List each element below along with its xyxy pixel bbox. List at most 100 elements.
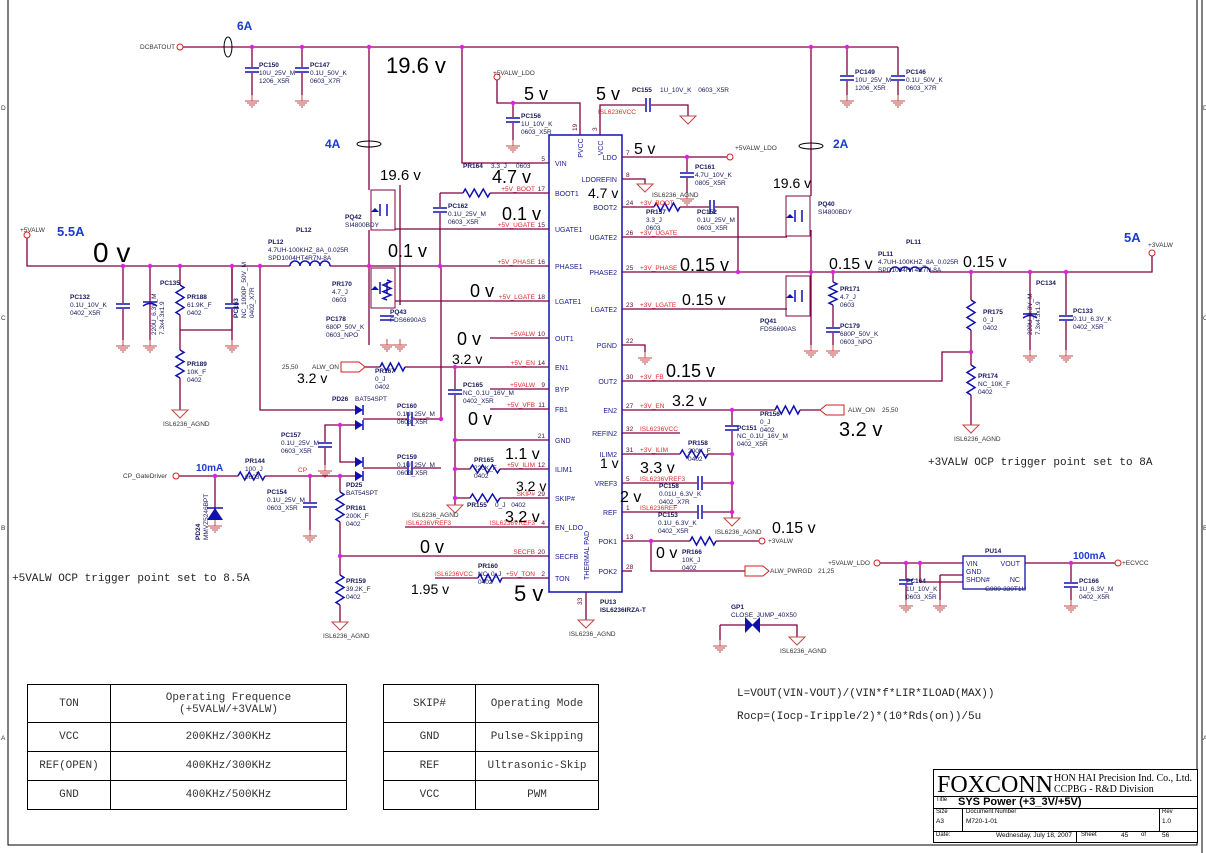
junction-dot bbox=[903, 560, 909, 566]
agnd-label: ISL6236_AGND bbox=[569, 631, 616, 638]
ic-pin-number: 32 bbox=[626, 426, 634, 433]
voltage-annotation: 5 v bbox=[596, 84, 620, 104]
component-value: 0.1U_25V_M bbox=[397, 411, 435, 418]
current-probe-icon bbox=[356, 140, 382, 148]
pu14-pin-name: VOUT bbox=[1001, 561, 1021, 568]
resistor-icon bbox=[965, 299, 977, 331]
cap-gap bbox=[225, 303, 239, 309]
voltage-annotation: 4.7 v bbox=[588, 185, 618, 201]
component-ref: PC152 bbox=[697, 209, 717, 216]
divider bbox=[1076, 831, 1077, 842]
ic-pin-number: 27 bbox=[626, 403, 634, 410]
net-label: +5VALW bbox=[510, 382, 536, 389]
junction-dot bbox=[808, 269, 814, 275]
voltage-annotation: 0 v bbox=[470, 281, 494, 301]
zener-diode-icon bbox=[207, 508, 223, 520]
junction-dot bbox=[735, 269, 741, 275]
port-label: DCBATOUT bbox=[140, 44, 175, 51]
port-reference: 21,25 bbox=[818, 568, 835, 575]
port-reference: 25,50 bbox=[282, 364, 299, 371]
table-header: Operating Mode bbox=[475, 684, 599, 723]
wire bbox=[461, 47, 549, 164]
wire bbox=[180, 266, 233, 331]
table-cell: 400KHz/500KHz bbox=[110, 780, 347, 810]
analog-ground-icon bbox=[678, 115, 698, 125]
cap-gap bbox=[840, 75, 854, 81]
cap-gap bbox=[407, 412, 413, 426]
component-ref: PR189 bbox=[187, 361, 207, 368]
net-label: +3V_FB bbox=[640, 374, 664, 381]
junction-dot bbox=[729, 407, 735, 413]
component-package: 0603_X7R bbox=[310, 78, 341, 85]
wire bbox=[650, 541, 745, 572]
component-ref: PR164 bbox=[463, 163, 483, 170]
component-value: BAT54SPT bbox=[346, 490, 378, 497]
cap-gap bbox=[295, 67, 309, 73]
component-ref: PR160 bbox=[478, 563, 498, 570]
net-label: +5V_ILIM bbox=[507, 462, 535, 469]
analog-ground-icon bbox=[635, 183, 655, 193]
component-value: 1U_6.3V_M bbox=[1079, 586, 1113, 593]
component-package: 1206_X5R bbox=[259, 78, 290, 85]
component-ref: PR144 bbox=[245, 458, 265, 465]
net-label: +3V_ILIM bbox=[640, 447, 668, 454]
component-package: 0402 bbox=[187, 377, 202, 384]
resistor-icon bbox=[379, 361, 406, 373]
wire bbox=[919, 563, 963, 583]
resistor-icon bbox=[334, 574, 346, 606]
mosfet-icon bbox=[785, 275, 811, 317]
junction-dot bbox=[968, 349, 974, 355]
component-value: 220U_6.3V_M bbox=[151, 293, 158, 335]
junction-dot bbox=[147, 263, 153, 269]
port-reference: 25,50 bbox=[882, 407, 899, 414]
rev-value: 1.0 bbox=[1162, 818, 1172, 825]
sheet-label: Sheet bbox=[1081, 832, 1097, 838]
diode-icon bbox=[355, 405, 363, 415]
voltage-annotation: 1 v bbox=[600, 455, 619, 471]
component-value: 1U_10V_K bbox=[906, 586, 938, 593]
mosfet-body bbox=[370, 189, 396, 231]
ic-pin-number: 2 bbox=[541, 571, 545, 578]
component-ref: PL12 bbox=[296, 227, 312, 234]
junction-dot bbox=[366, 44, 372, 50]
ic-pin-number: 25 bbox=[626, 265, 634, 272]
ic-pin-name: LGATE1 bbox=[555, 299, 581, 306]
component-ref: PD25 bbox=[346, 482, 363, 489]
ic-pin-name: OUT1 bbox=[555, 336, 574, 343]
ic-pin-number: 24 bbox=[626, 200, 634, 207]
component-package: 0603 bbox=[646, 225, 661, 232]
resistor-icon bbox=[469, 492, 501, 504]
component-value: 39.2K_F bbox=[346, 586, 371, 593]
mosfet-diode bbox=[786, 294, 794, 298]
component-value: 0_J bbox=[495, 502, 505, 509]
component-value: 0.1U_10V_K bbox=[70, 302, 108, 309]
ic-pin-name: TON bbox=[555, 576, 570, 583]
component-value: 0.1U_6.3V_K bbox=[1073, 316, 1112, 323]
zone-label: C bbox=[1203, 315, 1206, 322]
header-line: (+5VALW/+3VALW) bbox=[178, 703, 279, 716]
net-label: ISL6236VREF3 bbox=[490, 520, 536, 527]
ic-pin-number: 5 bbox=[541, 156, 545, 163]
ic-pin-name: REFIN2 bbox=[592, 431, 617, 438]
ic-pin-name: BYP bbox=[555, 387, 569, 394]
junction-dot bbox=[307, 473, 313, 479]
divider bbox=[934, 831, 1197, 832]
inductor-formula: L=VOUT(VIN-VOUT)/(VIN*f*LIR*ILOAD(MAX)) bbox=[737, 688, 994, 700]
component-package: 0603_X5R bbox=[906, 594, 937, 601]
component-ref: PC133 bbox=[1073, 308, 1093, 315]
table-row: REF(OPEN)400KHz/300KHz bbox=[27, 751, 347, 781]
component-value: 0_J bbox=[760, 419, 770, 426]
component-package: 0603_X5R bbox=[521, 129, 552, 136]
cap-gap bbox=[709, 200, 715, 214]
ic-pin-name: ILIM1 bbox=[555, 467, 573, 474]
zone-label: B bbox=[1203, 525, 1206, 532]
component-value: 0.1U_25V_M bbox=[697, 217, 735, 224]
table-header: Operating Frequence(+5VALW/+3VALW) bbox=[110, 684, 347, 723]
ground-icon bbox=[225, 340, 239, 353]
ic-pin-number: 10 bbox=[538, 331, 546, 338]
title-block: FOXCONN HON HAI Precision Ind. Co., Ltd.… bbox=[933, 769, 1198, 843]
ic-pin-number: 20 bbox=[538, 549, 546, 556]
company-name: HON HAI Precision Ind. Co., Ltd. bbox=[1054, 773, 1193, 784]
resistor-icon bbox=[965, 364, 977, 396]
